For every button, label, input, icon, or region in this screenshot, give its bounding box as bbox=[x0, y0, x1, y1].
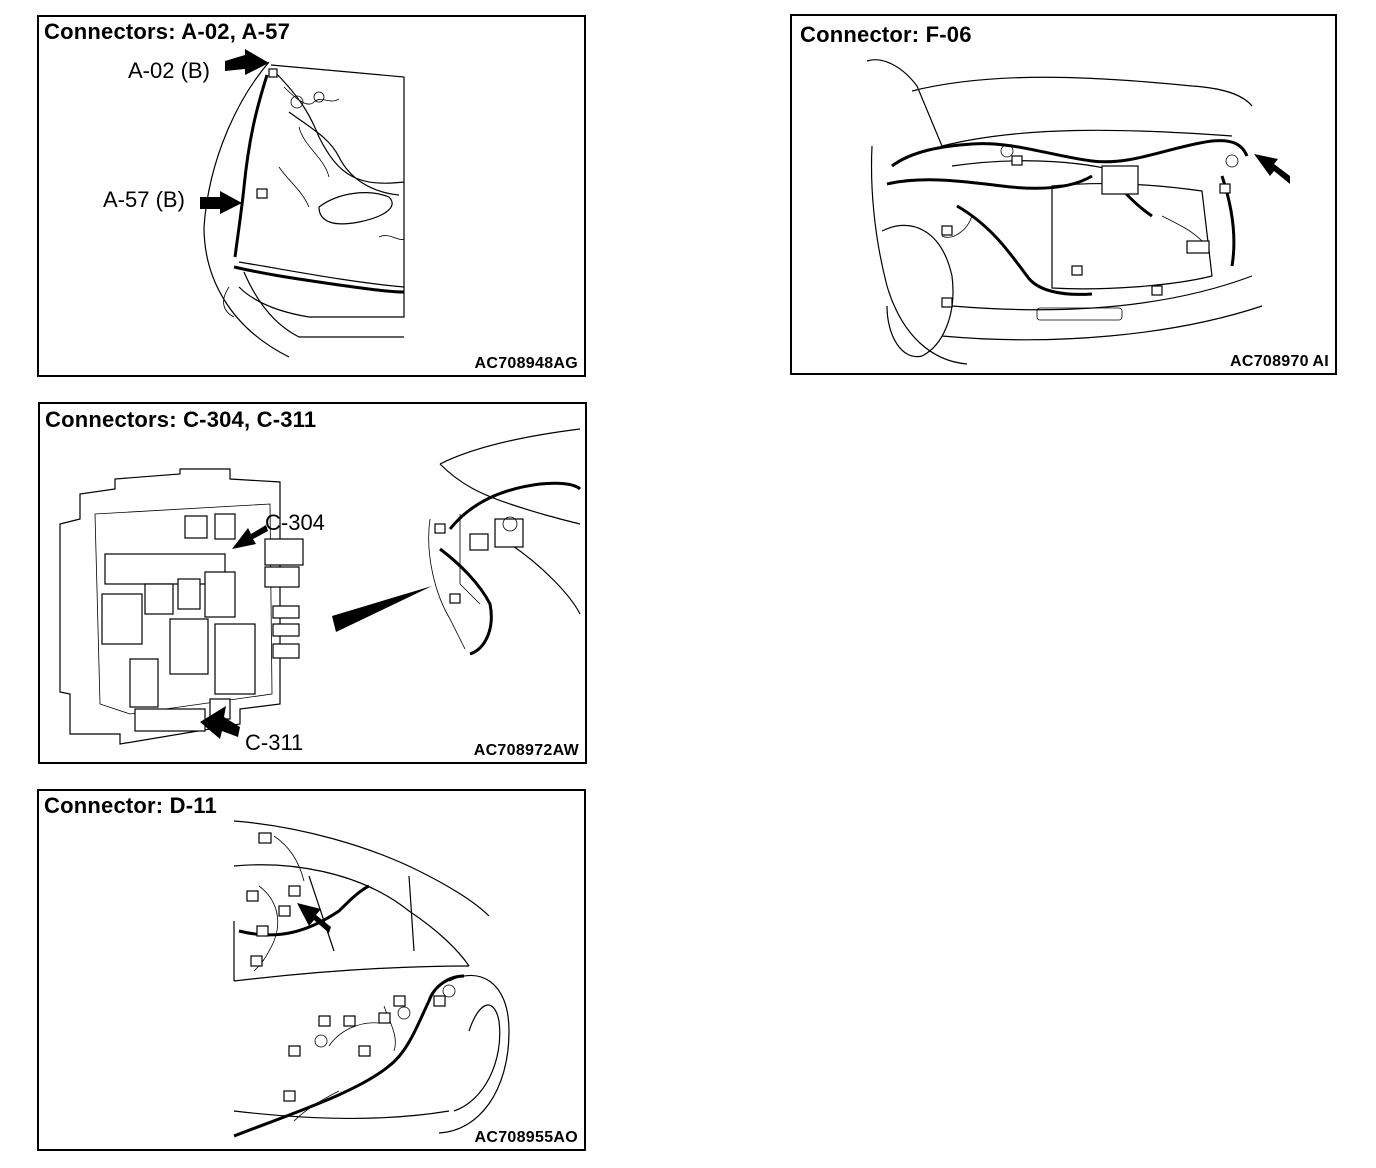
callout-a57: A-57 (B) bbox=[103, 187, 185, 212]
panel-connectors-c304-c311: Connectors: C-304, C-311 C-304 C-311 AC7… bbox=[38, 402, 587, 764]
arrow-f06 bbox=[1254, 154, 1290, 184]
rear-trunk-illustration bbox=[866, 59, 1290, 365]
panel-connector-d11: Connector: D-11 AC708955AO bbox=[37, 789, 586, 1151]
arrow-a02 bbox=[225, 49, 269, 75]
figure-code: AC708970 AI bbox=[1229, 353, 1329, 370]
callout-c311: C-311 bbox=[245, 730, 304, 755]
junction-block-illustration bbox=[59, 428, 582, 745]
arrow-c304 bbox=[232, 525, 268, 549]
door-pillar-illustration bbox=[233, 820, 510, 1138]
arrow-c311 bbox=[200, 706, 240, 739]
arrow-d11 bbox=[297, 903, 331, 933]
arrow-a57 bbox=[200, 191, 242, 214]
callout-a02: A-02 (B) bbox=[128, 58, 210, 83]
callout-c304: C-304 bbox=[265, 510, 325, 535]
panel-title: Connectors: C-304, C-311 bbox=[45, 407, 317, 432]
panel-title: Connector: D-11 bbox=[44, 793, 217, 818]
panel-title: Connectors: A-02, A-57 bbox=[44, 19, 291, 44]
panel-connector-f06: Connector: F-06 AC708970 AI bbox=[790, 14, 1337, 375]
panel-connectors-a02-a57: Connectors: A-02, A-57 A-02 (B) A-57 (B)… bbox=[37, 15, 586, 377]
figure-code: AC708972AW bbox=[473, 742, 579, 759]
engine-compartment-illustration bbox=[200, 49, 405, 358]
figure-code: AC708955AO bbox=[474, 1129, 578, 1146]
panel-title: Connector: F-06 bbox=[800, 22, 972, 47]
wedge-pointer bbox=[332, 586, 432, 632]
figure-code: AC708948AG bbox=[474, 355, 578, 372]
